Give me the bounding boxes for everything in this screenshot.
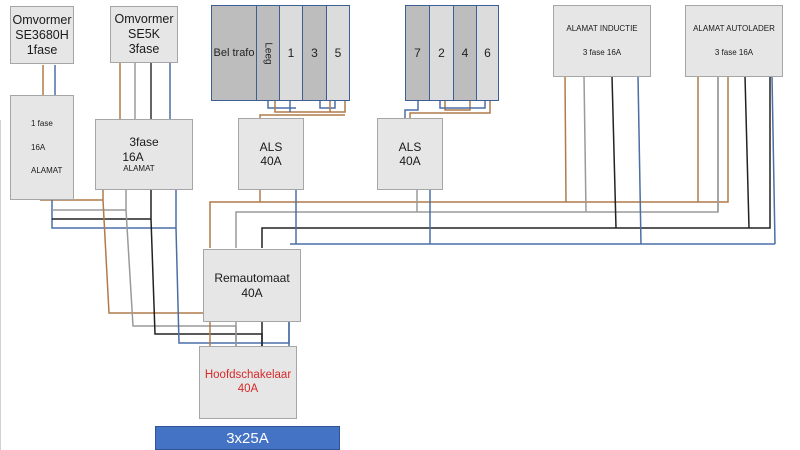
slot-label: 4 bbox=[461, 46, 469, 60]
als-1-line-2: 40A bbox=[260, 154, 282, 168]
alamat-1fase-line-3: ALAMAT bbox=[31, 166, 63, 176]
alamat-3fase: 3fase 16A ALAMAT bbox=[95, 119, 193, 190]
wire-grey bbox=[583, 75, 587, 213]
inverter-se3680h: Omvormer SE3680H 1fase bbox=[10, 6, 74, 64]
alamat-autolader: ALAMAT AUTOLADER 3 fase 16A bbox=[685, 5, 783, 77]
slot-label: Leeg bbox=[262, 41, 274, 65]
wire-blue bbox=[439, 100, 486, 109]
als-1-line-1: ALS bbox=[259, 139, 283, 154]
wire-blue bbox=[267, 100, 296, 109]
alamat-inductie-line-1: ALAMAT INDUCTIE bbox=[566, 24, 638, 34]
inverter-se3680h-line-1: Omvormer bbox=[12, 12, 72, 27]
inverter-se5k: Omvormer SE5K 3fase bbox=[110, 6, 178, 63]
slot-3: 3 bbox=[302, 6, 326, 100]
alamat-1fase: 1 fase 16A ALAMAT bbox=[10, 95, 74, 200]
slot-1: 1 bbox=[279, 6, 302, 100]
slot-label: 3 bbox=[311, 46, 318, 60]
supply-3x25a: 3x25A bbox=[155, 426, 340, 450]
slot-5: 5 bbox=[326, 6, 349, 100]
inverter-se3680h-line-3: 1fase bbox=[26, 42, 58, 57]
wire-blue bbox=[404, 100, 419, 118]
wire-brown bbox=[444, 100, 471, 111]
breaker-group-a: Bel trafo Leeg 1 3 5 bbox=[211, 5, 350, 101]
slot-bel-trafo: Bel trafo bbox=[212, 6, 256, 100]
inverter-se5k-line-3: 3fase bbox=[128, 42, 160, 56]
alamat-autolader-line-1: ALAMAT AUTOLADER bbox=[693, 24, 775, 34]
slot-leeg: Leeg bbox=[256, 6, 279, 100]
inverter-se5k-line-1: Omvormer bbox=[114, 12, 174, 26]
slot-label: Bel trafo bbox=[213, 47, 255, 59]
breaker-group-b: 7 2 4 6 bbox=[405, 5, 499, 101]
slot-6: 6 bbox=[476, 6, 498, 100]
alamat-1fase-line-1: 1 fase bbox=[31, 119, 53, 129]
slot-4: 4 bbox=[453, 6, 476, 100]
wire-grey bbox=[235, 76, 719, 248]
alamat-1fase-line-2: 16A bbox=[31, 142, 46, 152]
page-edge bbox=[0, 120, 1, 450]
als-1: ALS 40A bbox=[238, 118, 304, 190]
alamat-inductie-line-2: 3 fase 16A bbox=[582, 48, 622, 57]
remautomaat-line-2: 40A bbox=[241, 285, 263, 300]
wire-brown bbox=[274, 100, 346, 113]
supply-label: 3x25A bbox=[226, 429, 269, 447]
wire-brown bbox=[102, 190, 203, 314]
alamat-3fase-line-2: 16A bbox=[122, 149, 144, 164]
slot-label: 7 bbox=[414, 46, 421, 60]
remautomaat-line-1: Remautomaat bbox=[214, 271, 290, 286]
slot-label: 6 bbox=[484, 46, 491, 60]
hoofdschakelaar: Hoofdschakelaar 40A bbox=[199, 346, 297, 419]
wire-black bbox=[261, 76, 771, 248]
remautomaat: Remautomaat 40A bbox=[203, 249, 301, 322]
als-2-line-1: ALS bbox=[398, 139, 422, 154]
wire-blue bbox=[51, 200, 176, 229]
wire-blue bbox=[771, 75, 776, 245]
wire-brown bbox=[209, 76, 729, 248]
hoofdschakelaar-line-2: 40A bbox=[237, 382, 259, 395]
slot-7: 7 bbox=[406, 6, 429, 100]
wire-brown bbox=[259, 114, 345, 118]
slot-label: 1 bbox=[287, 46, 295, 60]
alamat-inductie: ALAMAT INDUCTIE 3 fase 16A bbox=[553, 5, 651, 77]
wire-black bbox=[744, 75, 750, 229]
alamat-autolader-line-2: 3 fase 16A bbox=[714, 48, 754, 57]
hoofdschakelaar-line-1: Hoofdschakelaar bbox=[204, 368, 292, 381]
wire-brown bbox=[409, 100, 491, 118]
slot-label: 5 bbox=[334, 46, 342, 60]
slot-2: 2 bbox=[429, 6, 453, 100]
inverter-se5k-line-2: SE5K bbox=[128, 27, 160, 41]
wire-brown bbox=[564, 75, 567, 203]
slot-label: 2 bbox=[438, 46, 445, 60]
wire-blue bbox=[319, 100, 336, 109]
inverter-se3680h-line-2: SE3680H bbox=[15, 27, 69, 42]
als-2: ALS 40A bbox=[377, 118, 443, 190]
wire-black bbox=[611, 75, 617, 229]
wire-blue bbox=[637, 75, 642, 245]
alamat-3fase-line-3: ALAMAT bbox=[123, 164, 155, 174]
als-2-line-2: 40A bbox=[399, 154, 421, 168]
alamat-3fase-line-1: 3fase bbox=[129, 135, 159, 150]
